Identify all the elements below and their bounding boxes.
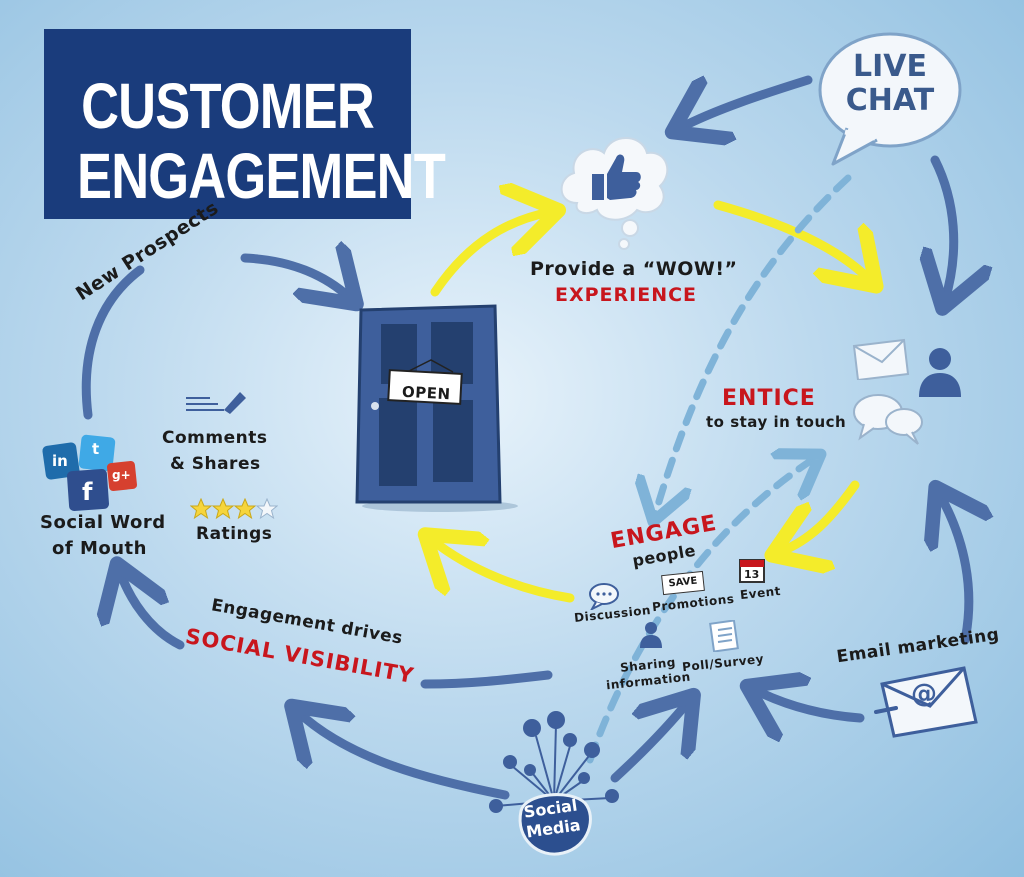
arrow-livechat-to-person — [935, 155, 954, 300]
svg-text:@: @ — [911, 679, 937, 709]
arrow-visibility-line — [420, 670, 553, 689]
speech-bubble-icon — [818, 32, 962, 166]
arrow-email-to-engage — [755, 690, 865, 718]
wow-line-1: Provide a “WOW!” — [530, 258, 738, 280]
title-line-1: CUSTOMER — [81, 70, 375, 142]
comments-line-1: Comments — [162, 428, 268, 448]
email-envelope-icon: @ — [874, 666, 978, 738]
live-chat-bubble: LIVE CHAT — [815, 28, 965, 166]
envelope-icon — [852, 338, 910, 380]
facebook-logo: f — [82, 478, 93, 506]
twitter-logo: t — [92, 440, 100, 458]
arrow-entice-to-engage — [780, 480, 860, 552]
social-word-line-1: Social Word — [40, 512, 166, 533]
googleplus-logo: g+ — [112, 468, 131, 482]
sharing-person-icon — [640, 622, 662, 648]
pen-writing-icon — [186, 392, 246, 414]
title-line-2: ENGAGEMENT — [77, 140, 446, 212]
social-word-line-2: of Mouth — [52, 538, 147, 559]
social-network-icons — [489, 711, 619, 813]
calendar-day: 13 — [744, 568, 760, 581]
title-banner: CUSTOMER ENGAGEMENT — [44, 29, 446, 219]
arrow-prospects-head — [240, 258, 350, 298]
comments-line-2: & Shares — [170, 454, 261, 474]
linkedin-logo: in — [52, 452, 68, 470]
poll-survey-icon — [709, 620, 739, 652]
arrow-engage-to-door — [432, 540, 575, 603]
wow-experience: EXPERIENCE — [555, 284, 698, 306]
discussion-icon — [589, 583, 619, 610]
rating-stars-icon — [190, 498, 278, 520]
open-door-icon — [355, 304, 518, 512]
entice-subtitle: to stay in touch — [706, 413, 847, 431]
arrow-wow-to-entice — [713, 200, 870, 280]
entice-title: ENTICE — [722, 386, 816, 411]
dashed-livechat-to-engage — [655, 174, 852, 515]
live-chat-text: LIVE CHAT — [835, 50, 945, 118]
person-icon — [919, 348, 961, 397]
chat-bubbles-icon — [853, 394, 923, 445]
social-media-blob-icon — [518, 793, 592, 856]
arrow-livechat-to-wow — [680, 80, 813, 128]
social-logos-icon — [42, 434, 137, 512]
live-chat-line-1: LIVE — [853, 49, 927, 84]
ratings-label: Ratings — [196, 524, 273, 544]
arrow-prospects-to-door — [81, 265, 145, 420]
calendar-icon — [739, 559, 765, 583]
arrow-social-to-visibility — [298, 712, 510, 800]
arrow-social-to-engage — [610, 702, 688, 783]
arrow-visibility-to-wordofmouth — [120, 572, 185, 650]
door-sign: OPEN — [401, 382, 451, 404]
thumbs-up-cloud-icon — [560, 137, 669, 250]
social-media-badge: Social Media — [511, 789, 593, 859]
arrow-door-to-wow — [430, 212, 550, 297]
live-chat-line-2: CHAT — [845, 83, 935, 118]
arrow-email-to-entice — [940, 495, 969, 645]
